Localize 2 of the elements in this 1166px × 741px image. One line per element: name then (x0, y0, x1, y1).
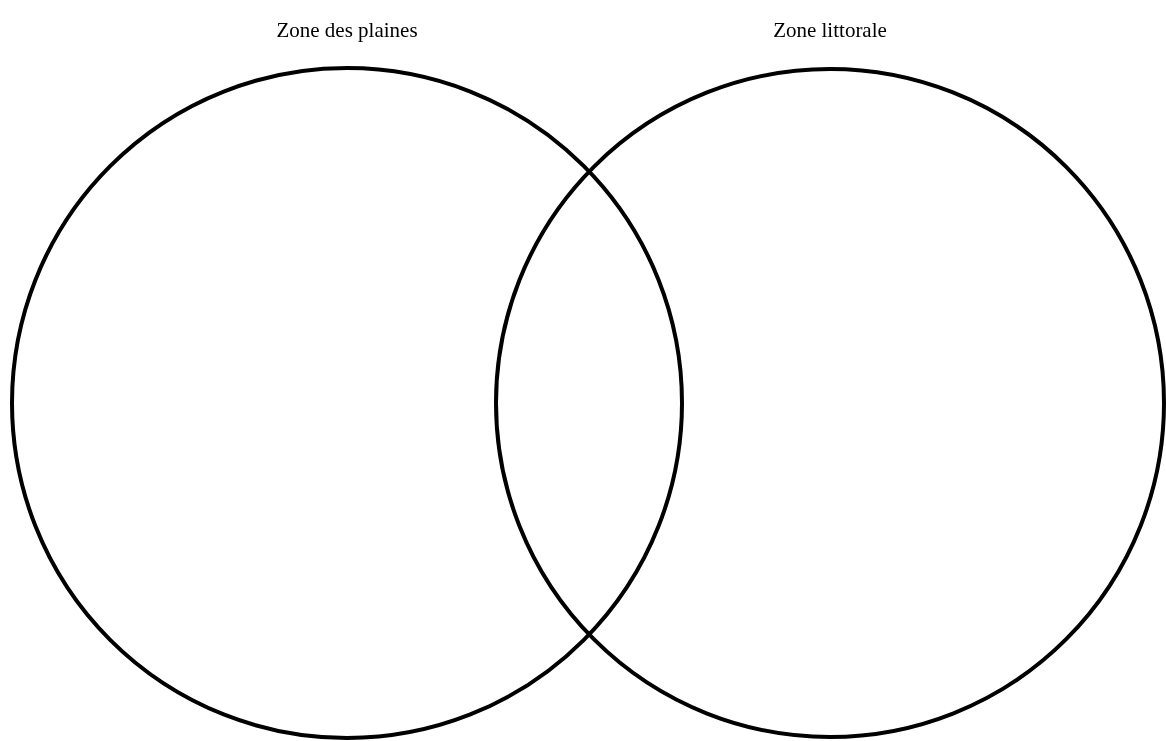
zone-heading: Zone littorale (773, 18, 887, 43)
zone-heading: Zone des plaines (276, 18, 418, 43)
